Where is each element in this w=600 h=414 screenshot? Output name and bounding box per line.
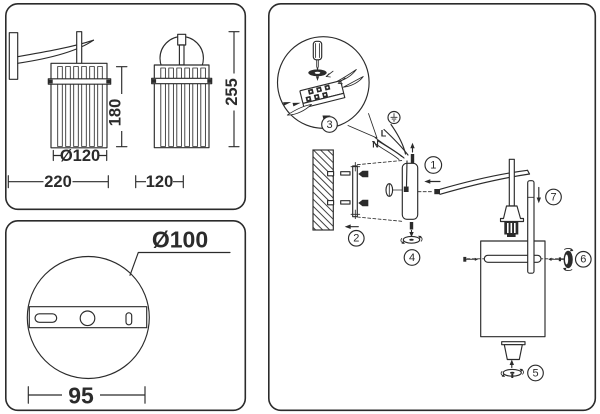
socket-rod (508, 158, 515, 207)
dimension-shade-height: 180 (107, 66, 128, 148)
dim-label-120: 120 (146, 173, 174, 191)
supply-wires (372, 123, 409, 192)
arrow-step2 (344, 224, 359, 229)
step-7-number: 7 (550, 191, 556, 203)
panel-dimensions: 180 Ø120 220 (7, 31, 241, 191)
terminal-screws (305, 84, 331, 102)
rod-stem (178, 44, 185, 66)
thumbscrew-step6 (560, 247, 574, 272)
mounting-strap (350, 161, 361, 220)
canopy-bottom-screw (409, 222, 414, 238)
curved-arm-install (439, 169, 531, 195)
projection-line-bottom (356, 216, 403, 222)
panel-installation: 2 L N (276, 36, 592, 382)
down-tube (527, 180, 535, 274)
slot-right (125, 312, 133, 326)
step-4-number: 4 (409, 252, 415, 264)
thumbscrew-step5 (500, 359, 524, 378)
step-6-badge: 6 (574, 250, 592, 268)
terminal-block (283, 69, 364, 120)
dimension-overall-width: 220 (7, 173, 109, 191)
step-3-badge: 3 (321, 116, 338, 133)
protective-earth-icon (387, 110, 401, 125)
shade-slats (57, 66, 103, 147)
dimension-hole-spacing: 95 (27, 383, 146, 409)
slot-left (34, 313, 58, 323)
shade-ring (47, 78, 112, 85)
wire-connector (403, 186, 409, 192)
sconce-side-view (8, 31, 112, 149)
step-2-badge: 2 (347, 229, 365, 247)
canopy-top-screw (410, 142, 415, 163)
shade-screw-right (548, 257, 561, 262)
bottom-diffuser (501, 341, 526, 361)
dim-label-d120: Ø120 (60, 147, 100, 165)
dimension-shade-diameter: Ø120 (52, 147, 108, 165)
insert-arrow-right-1 (325, 70, 334, 78)
lamp-socket (499, 205, 525, 237)
wall-hatch (312, 149, 334, 231)
step-1-badge: 1 (424, 156, 443, 174)
shade-screw-left (463, 256, 479, 262)
wall-anchor-bottom (340, 200, 351, 205)
step-5-number: 5 (532, 367, 538, 379)
center-hole (79, 310, 96, 327)
dim-label-d100: Ø100 (152, 227, 208, 253)
panel-installation-frame (267, 2, 597, 412)
hanger-rod (76, 31, 83, 65)
step-3-number: 3 (326, 119, 332, 131)
panel-mounting-plate: Ø100 95 (26, 227, 231, 409)
rod-cap (177, 33, 187, 46)
shade-ring-front (151, 77, 213, 85)
insert-arrow-left-2 (283, 102, 292, 106)
dim-label-180: 180 (107, 99, 125, 127)
step-4-badge: 4 (403, 249, 421, 266)
dim-label-220: 220 (44, 173, 72, 191)
screwdriver-icon (312, 40, 323, 70)
plate-diameter-callout: Ø100 (129, 227, 231, 276)
step-7-badge: 7 (545, 188, 562, 206)
step-1-number: 1 (430, 159, 436, 171)
dimension-shade-width: 120 (135, 173, 184, 191)
wall-plate (8, 32, 19, 80)
insert-arrow-right-2 (337, 77, 346, 85)
wiring-detail-magnifier: 3 (276, 36, 378, 139)
wire-label-neutral: N (372, 140, 379, 150)
dimension-overall-height: 255 (223, 31, 241, 148)
wire-left (286, 103, 312, 116)
curved-arm (17, 39, 95, 64)
wall-anchor-top (340, 171, 351, 176)
washer-screw-icon (308, 69, 327, 81)
wall-section (312, 149, 335, 231)
insert-arrow-left-1 (292, 102, 301, 107)
sconce-front-view (151, 33, 213, 149)
wire-label-live: L (381, 129, 387, 139)
drill-hole-top (327, 171, 335, 177)
dim-label-95: 95 (68, 383, 94, 409)
wire-right-lower (342, 76, 364, 88)
shade-slats-front (160, 67, 206, 147)
step-5-badge: 5 (527, 364, 544, 382)
step-6-number: 6 (580, 254, 586, 266)
thumbscrew-step4 (400, 235, 423, 244)
mounting-bracket-bar (28, 306, 148, 329)
projection-line-top (356, 160, 403, 166)
arrow-step1 (424, 179, 441, 184)
arm-ferrule (434, 189, 440, 195)
screw-top (358, 170, 369, 178)
screw-bottom (358, 199, 369, 207)
drill-hole-bottom (327, 200, 335, 206)
panel-mounting-plate-frame (5, 220, 247, 412)
step-2-number: 2 (353, 233, 359, 245)
panel-dimensions-frame (5, 2, 247, 211)
shade-slot (483, 254, 542, 263)
dim-label-255: 255 (223, 78, 241, 106)
wire-right-upper (336, 69, 357, 83)
canopy-thumbscrew (385, 183, 403, 197)
arrow-step7 (536, 186, 541, 204)
